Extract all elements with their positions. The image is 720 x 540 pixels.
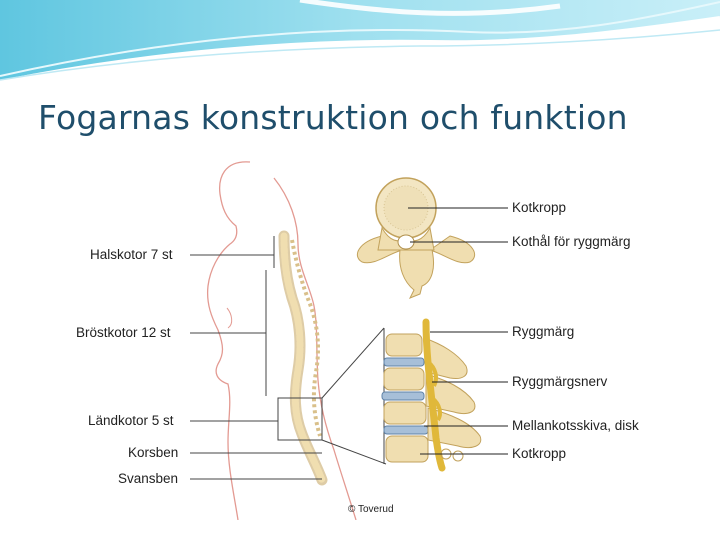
label-coccyx: Svansben bbox=[118, 471, 178, 486]
spine-column bbox=[278, 230, 328, 486]
label-disc: Mellankotsskiva, disk bbox=[512, 418, 639, 433]
body-outline bbox=[206, 161, 251, 520]
bracket-lines bbox=[190, 236, 387, 480]
label-spinal-nerve: Ryggmärgsnerv bbox=[512, 374, 608, 389]
label-lumbar: Ländkotor 5 st bbox=[88, 413, 174, 428]
label-sacrum: Korsben bbox=[128, 445, 178, 460]
copyright-credit: © Toverud bbox=[348, 504, 394, 515]
right-leader-lines bbox=[408, 207, 508, 455]
label-cervical: Halskotor 7 st bbox=[90, 247, 173, 262]
label-vertebral-body-top: Kotkropp bbox=[512, 200, 566, 215]
header-banner bbox=[0, 0, 720, 84]
label-spinal-cord: Ryggmärg bbox=[512, 324, 574, 339]
slide-title: Fogarnas konstruktion och funktion bbox=[38, 98, 628, 137]
spine-segment-closeup bbox=[381, 318, 482, 472]
spine-anatomy-figure: Halskotor 7 st Bröstkotor 12 st Ländkoto… bbox=[22, 158, 686, 520]
label-thoracic: Bröstkotor 12 st bbox=[76, 325, 171, 340]
label-spinal-canal: Kothål för ryggmärg bbox=[512, 234, 631, 249]
spine-diagram: Halskotor 7 st Bröstkotor 12 st Ländkoto… bbox=[22, 158, 686, 520]
label-vertebral-body-bottom: Kotkropp bbox=[512, 446, 566, 461]
